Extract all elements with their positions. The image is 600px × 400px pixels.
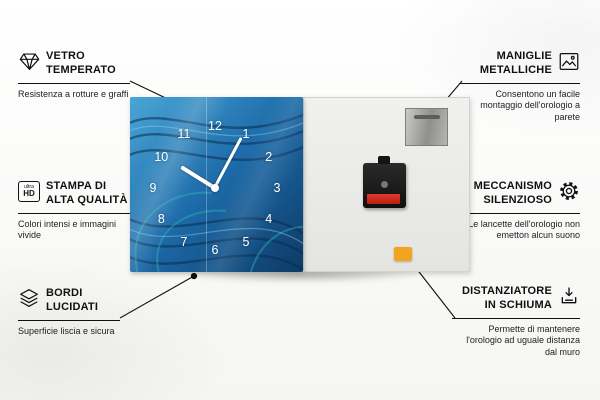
clock-back-panel [303, 97, 470, 272]
callout-head: BORDI LUCIDATI [18, 287, 120, 321]
press-down-icon [558, 285, 580, 307]
callout-head: MANIGLIE METALLICHE [460, 50, 580, 84]
callout-meccanismo-silenzioso: MECCANISMO SILENZIOSO Le lancette dell'o… [462, 180, 580, 242]
clock-numeral-2: 2 [265, 150, 273, 164]
callout-subtitle: Le lancette dell'orologio non emetton al… [468, 218, 580, 241]
hanger-slot [414, 115, 440, 119]
callout-head: ultra HD STAMPA DI ALTA QUALITÀ [18, 180, 136, 214]
callout-head: DISTANZIATORE IN SCHIUMA [452, 285, 580, 319]
layers-icon [18, 287, 40, 309]
clock-numeral-5: 5 [242, 234, 250, 249]
callout-head: MECCANISMO SILENZIOSO [462, 180, 580, 214]
mechanism-hook [378, 156, 390, 164]
picture-frame-icon [558, 50, 580, 72]
callout-vetro-temperato: VETRO TEMPERATO Resistenza a rotture e g… [18, 50, 130, 100]
clock-numeral-10: 10 [154, 150, 169, 164]
clock-numeral-8: 8 [157, 212, 165, 226]
clock-numeral-12: 12 [208, 119, 222, 133]
clock-numeral-11: 11 [177, 127, 191, 142]
clock-center-hub [211, 184, 219, 192]
diamond-icon [18, 50, 40, 72]
callout-maniglie-metalliche: MANIGLIE METALLICHE Consentono un facile… [460, 50, 580, 124]
clock-numeral-3: 3 [273, 181, 281, 195]
callout-title: MECCANISMO SILENZIOSO [473, 180, 552, 206]
mechanism-shaft [381, 181, 388, 188]
gear-icon [558, 180, 580, 202]
metal-hanger-plate [405, 108, 448, 146]
callout-subtitle: Resistenza a rotture e graffi [18, 88, 129, 99]
callout-bordi-lucidati: BORDI LUCIDATI Superficie liscia e sicur… [18, 287, 120, 337]
callout-stampa-alta-qualita: ultra HD STAMPA DI ALTA QUALITÀ Colori i… [18, 180, 136, 242]
battery [367, 194, 400, 204]
callout-title: VETRO TEMPERATO [46, 50, 116, 76]
callout-subtitle: Permette di mantenere l'orologio ad ugua… [466, 323, 580, 357]
callout-distanziatore-schiuma: DISTANZIATORE IN SCHIUMA Permette di man… [452, 285, 580, 359]
callout-head: VETRO TEMPERATO [18, 50, 130, 84]
callout-title: MANIGLIE METALLICHE [479, 50, 552, 76]
clock-numeral-6: 6 [211, 243, 219, 257]
clock-numeral-9: 9 [149, 181, 157, 195]
callout-subtitle: Superficie liscia e sicura [18, 325, 115, 336]
clock-mechanism [363, 156, 406, 208]
callout-subtitle: Colori intensi e immagini vivide [18, 218, 117, 241]
callout-title: STAMPA DI ALTA QUALITÀ [46, 180, 128, 206]
ultra-hd-icon: ultra HD [18, 180, 40, 202]
clock-numeral-4: 4 [265, 212, 273, 226]
callout-title: DISTANZIATORE IN SCHIUMA [462, 285, 552, 311]
foam-spacer [394, 247, 412, 261]
callout-subtitle: Consentono un facile montaggio dell'orol… [480, 88, 580, 122]
clock-numeral-1: 1 [242, 127, 250, 142]
callout-title: BORDI LUCIDATI [46, 287, 99, 313]
clock-numeral-7: 7 [180, 234, 188, 249]
